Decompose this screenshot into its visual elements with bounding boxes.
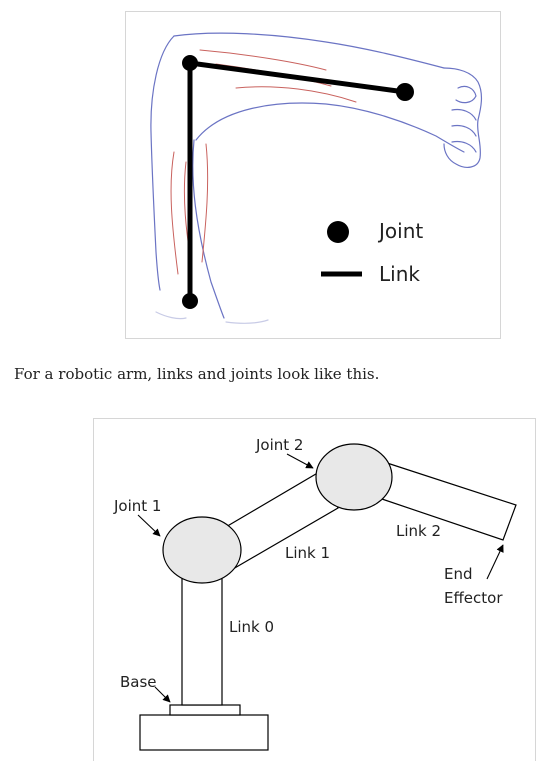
label-joint-1: Joint 1 <box>113 497 161 515</box>
end-effector-arrow <box>486 544 504 580</box>
forearm-link <box>187 60 408 95</box>
joint-1-arrow <box>137 514 161 537</box>
arm-outline <box>150 32 483 324</box>
robot-arm-figure: Joint 1 Joint 2 Link 0 Link 1 Link 2 Bas… <box>93 418 536 761</box>
label-end: End <box>444 565 473 583</box>
joint-2-arrow <box>286 453 314 469</box>
figure-caption: For a robotic arm, links and joints look… <box>14 365 380 383</box>
arm-links <box>187 60 408 304</box>
link-0 <box>181 568 223 706</box>
arm-drawing: Joint Link <box>150 32 483 324</box>
label-link-2: Link 2 <box>396 522 441 540</box>
arm-joints <box>182 55 414 309</box>
legend-joint-label: Joint <box>377 219 423 243</box>
shoulder-joint <box>182 55 198 71</box>
label-link-1: Link 1 <box>285 544 330 562</box>
label-base: Base <box>120 673 157 691</box>
elbow-joint <box>182 293 198 309</box>
label-effector: Effector <box>444 589 503 607</box>
legend: Joint Link <box>321 219 423 286</box>
robot-arm-diagram: Joint 1 Joint 2 Link 0 Link 1 Link 2 Bas… <box>113 436 517 751</box>
joint-1 <box>162 516 242 584</box>
base-block <box>139 714 269 751</box>
base-plate <box>169 704 241 716</box>
label-link-0: Link 0 <box>229 618 274 636</box>
base-arrow <box>154 686 171 703</box>
legend-link-label: Link <box>379 262 420 286</box>
arm-analogy-figure: Joint Link <box>125 11 501 339</box>
legend-joint-symbol <box>327 221 349 243</box>
label-joint-2: Joint 2 <box>255 436 303 454</box>
joint-2 <box>315 443 393 511</box>
wrist-joint <box>396 83 414 101</box>
